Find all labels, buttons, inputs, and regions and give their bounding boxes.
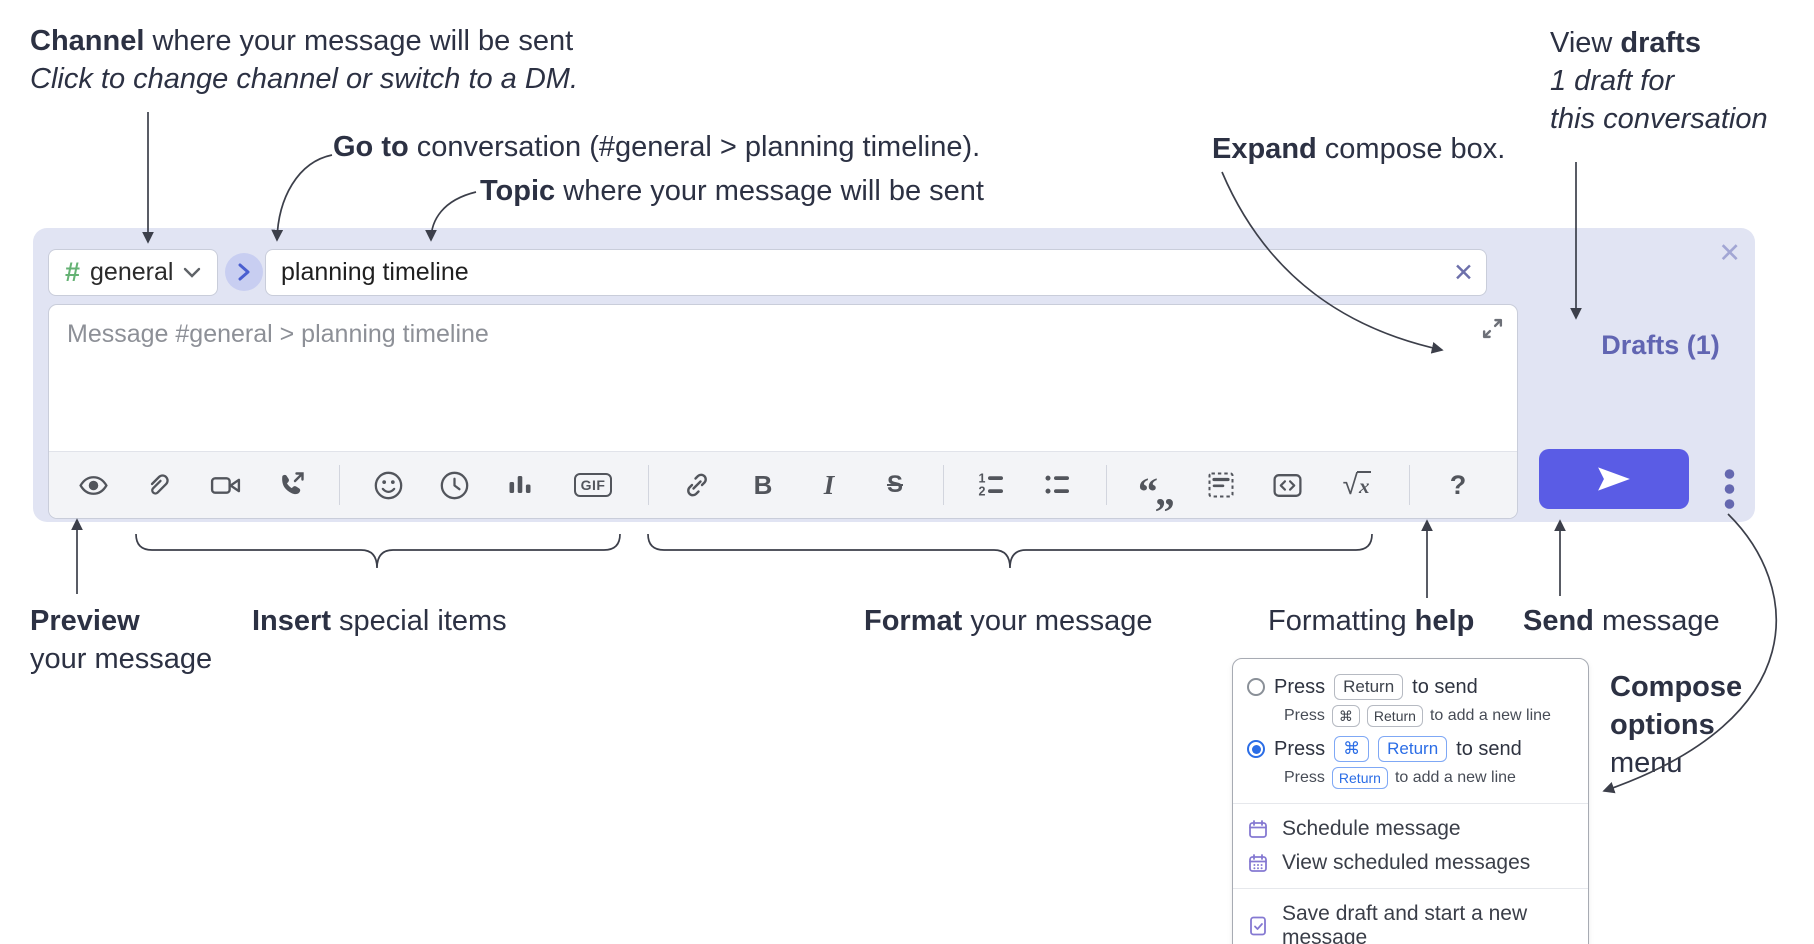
numbered-list-icon: 1 2 (979, 472, 1003, 499)
strikethrough-button[interactable]: S (877, 465, 913, 505)
radio-selected[interactable] (1247, 740, 1265, 758)
format-note: Format your message (864, 605, 1153, 637)
toolbar-divider (943, 465, 944, 505)
code-icon (1272, 473, 1302, 497)
send-option-return-sub: Press ⌘ Return to add a new line (1233, 703, 1588, 733)
drafts-note: View drafts 1 draft for this conversatio… (1550, 27, 1768, 135)
link-icon (687, 473, 707, 497)
chevron-right-icon (238, 263, 250, 281)
eye-icon (78, 475, 108, 495)
menu-divider (1233, 803, 1588, 804)
menu-divider (1233, 888, 1588, 889)
clear-topic-icon[interactable]: ✕ (1453, 259, 1474, 287)
send-button[interactable] (1539, 449, 1689, 509)
topic-value: planning timeline (281, 258, 469, 286)
italic-icon: I (823, 469, 835, 500)
svg-text:2: 2 (979, 485, 986, 499)
scheduled-messages-icon (1249, 854, 1267, 872)
smiley-icon (374, 471, 402, 499)
bold-icon: B (753, 469, 773, 500)
message-input[interactable]: Message #general > planning timeline (67, 320, 489, 348)
strikethrough-icon: S (886, 471, 903, 498)
channel-name: general (90, 258, 174, 286)
bulleted-list-icon (1045, 475, 1069, 494)
compose-box: ✕ # general planning timeline ✕ Message … (33, 228, 1755, 522)
gif-icon: GIF (573, 473, 613, 497)
go-to-conversation-button[interactable] (225, 253, 263, 291)
insert-note: Insert special items (252, 605, 507, 637)
toolbar-divider (1106, 465, 1107, 505)
compose-options-menu: Press Return to send Press ⌘ Return to a… (1232, 658, 1589, 944)
voice-call-button[interactable] (273, 465, 309, 505)
link-button[interactable] (679, 465, 715, 505)
italic-button[interactable]: I (811, 465, 847, 505)
expand-note: Expand compose box. (1212, 133, 1506, 165)
channel-note: Channel where your message will be sent … (30, 25, 579, 95)
send-note: Send message (1523, 605, 1720, 637)
poll-button[interactable] (502, 465, 538, 505)
preview-note: Preview your message (30, 605, 213, 675)
formatting-help-note: Formatting help (1268, 605, 1475, 637)
preview-button[interactable] (75, 465, 111, 505)
bulleted-list-button[interactable] (1040, 465, 1076, 505)
quote-button[interactable]: “„ (1137, 465, 1175, 514)
compose-toolbar: GIF B I (49, 451, 1517, 518)
gif-button[interactable]: GIF (568, 465, 618, 505)
bar-chart-icon (509, 476, 531, 493)
send-option-cmd-return-sub: Press Return to add a new line (1233, 765, 1588, 795)
bold-button[interactable]: B (745, 465, 781, 505)
numbered-list-button[interactable]: 1 2 (974, 465, 1010, 505)
video-camera-icon (210, 476, 240, 494)
svg-text:1: 1 (979, 472, 986, 486)
emoji-button[interactable] (370, 465, 406, 505)
phone-call-icon (282, 472, 304, 495)
send-icon (1598, 467, 1630, 491)
menu-item-save-draft[interactable]: Save draft and start a new message (1233, 897, 1588, 944)
video-call-button[interactable] (207, 465, 243, 505)
message-box: Message #general > planning timeline (48, 304, 1518, 519)
paperclip-icon (150, 474, 169, 495)
menu-item-schedule-message[interactable]: Schedule message (1233, 812, 1588, 846)
code-button[interactable] (1269, 465, 1305, 505)
expand-compose-icon[interactable] (1481, 317, 1504, 345)
send-option-cmd-return[interactable]: Press ⌘ Return to send (1233, 733, 1588, 765)
question-mark-icon: ? (1449, 469, 1467, 500)
toolbar-divider (648, 465, 649, 505)
chevron-down-icon (184, 267, 201, 278)
topic-input[interactable]: planning timeline ✕ (265, 249, 1487, 296)
drafts-link[interactable]: Drafts (1) (1601, 330, 1720, 360)
close-compose-icon[interactable]: ✕ (1718, 238, 1741, 268)
vertical-dots-icon (1724, 469, 1734, 509)
clock-icon (440, 471, 468, 499)
schedule-button[interactable] (436, 465, 472, 505)
compose-options-button[interactable] (1717, 461, 1741, 517)
topic-note: Topic where your message will be sent (480, 175, 984, 207)
send-option-return[interactable]: Press Return to send (1233, 671, 1588, 703)
spoiler-button[interactable] (1203, 465, 1239, 505)
radio-unselected[interactable] (1247, 678, 1265, 696)
toolbar-divider (1409, 465, 1410, 505)
quote-icon: “„ (1138, 469, 1175, 514)
hash-icon: # (65, 257, 81, 287)
compose-options-note: Compose options menu (1610, 671, 1743, 779)
formatting-help-button[interactable]: ? (1440, 465, 1476, 505)
math-icon: √x (1342, 469, 1372, 500)
math-button[interactable]: √x (1335, 465, 1379, 505)
calendar-icon (1249, 820, 1267, 838)
menu-item-view-scheduled[interactable]: View scheduled messages (1233, 846, 1588, 880)
goto-note: Go to conversation (#general > planning … (333, 131, 981, 163)
channel-selector[interactable]: # general (48, 249, 219, 296)
attach-file-button[interactable] (141, 465, 177, 505)
spoiler-icon (1208, 472, 1234, 498)
toolbar-divider (339, 465, 340, 505)
save-draft-icon (1250, 916, 1266, 936)
